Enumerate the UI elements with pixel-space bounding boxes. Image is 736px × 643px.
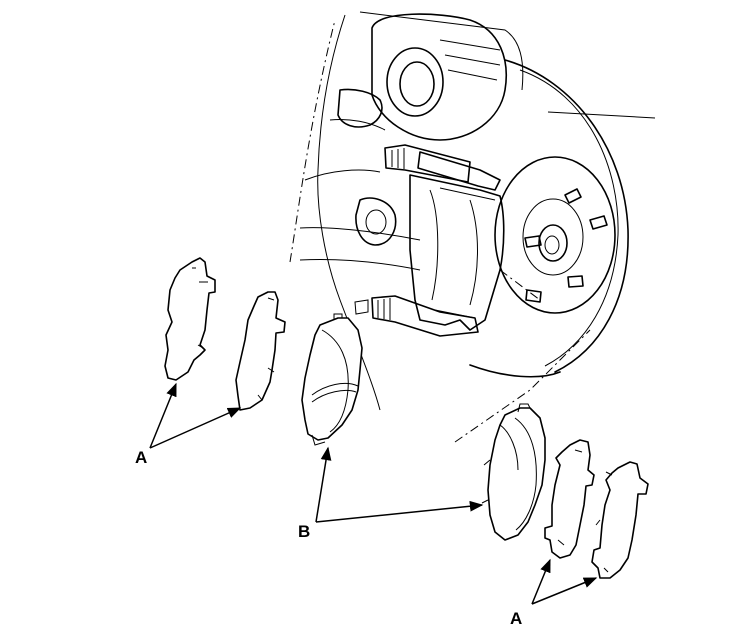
shim-right-outer: [591, 461, 649, 579]
brake-pad-right: [481, 403, 546, 541]
shim-right-inner: [544, 439, 595, 559]
caliper-bracket: [355, 174, 505, 331]
shim-left-outer: [164, 257, 216, 381]
callout-b: B: [298, 522, 310, 541]
brake-pad-left: [301, 313, 363, 446]
wheel-studs: [524, 188, 608, 303]
upper-caliper-pin: [384, 144, 501, 191]
callout-a-left: A: [135, 448, 147, 467]
callout-a-right: A: [510, 609, 522, 628]
brake-rotor: [469, 59, 656, 378]
lower-caliper-pin: [354, 295, 479, 337]
shim-left-inner: [235, 291, 286, 411]
leader-lines: [149, 382, 598, 605]
